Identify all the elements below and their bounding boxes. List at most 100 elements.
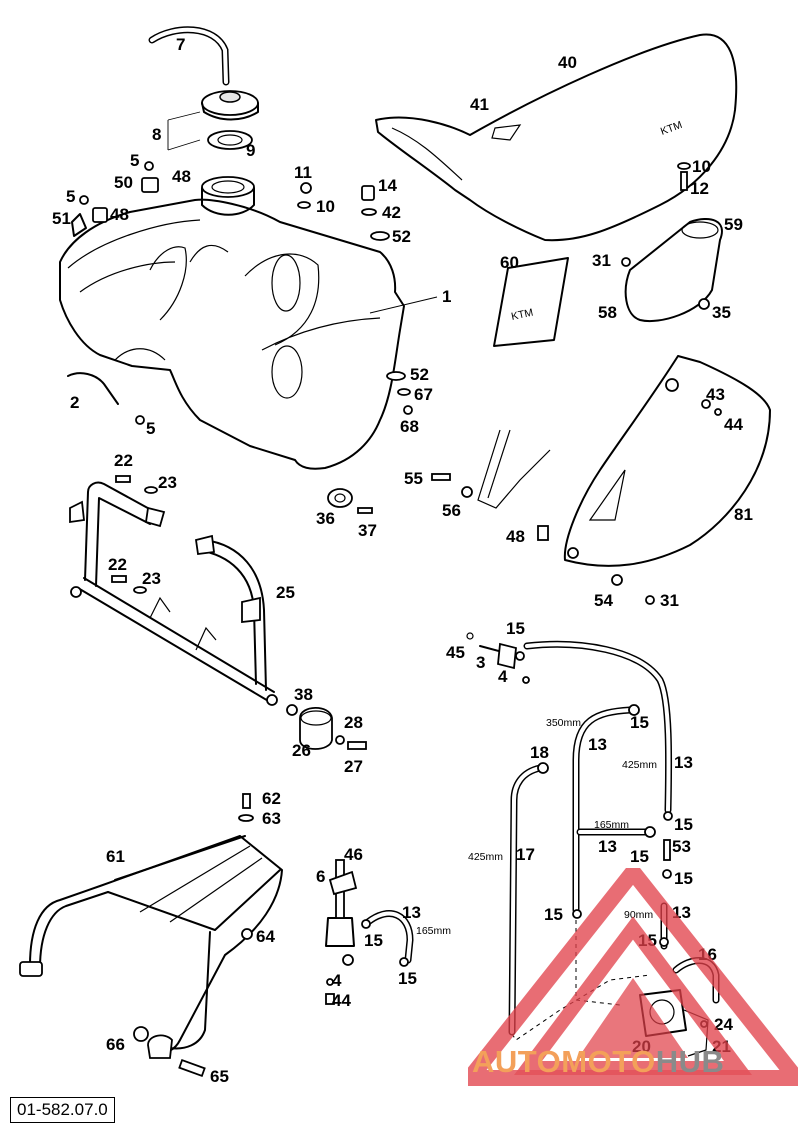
dimension-165mm: 165mm <box>594 819 629 831</box>
callout-66: 66 <box>106 1035 125 1054</box>
callout-48: 48 <box>506 527 525 546</box>
callout-38: 38 <box>294 685 313 704</box>
callout-53: 53 <box>672 837 691 856</box>
callout-22: 22 <box>114 451 133 470</box>
callout-8: 8 <box>152 125 161 144</box>
dimension-165mm: 165mm <box>416 925 451 937</box>
callout-44: 44 <box>724 415 743 434</box>
callout-11: 11 <box>294 163 312 182</box>
callout-51: 51 <box>52 209 71 228</box>
callout-12: 12 <box>690 179 709 198</box>
callout-61: 61 <box>106 847 125 866</box>
callout-13: 13 <box>402 903 421 922</box>
callout-45: 45 <box>446 643 465 662</box>
callout-48: 48 <box>172 167 191 186</box>
dimension-350mm: 350mm <box>546 717 581 729</box>
callout-48: 48 <box>110 205 129 224</box>
svg-text:KTM: KTM <box>659 119 684 138</box>
callout-31: 31 <box>660 591 679 610</box>
tank-hardware <box>297 182 413 415</box>
vent-hose <box>148 26 230 86</box>
callout-2: 2 <box>70 393 79 412</box>
watermark-triangle-icon <box>468 868 798 1086</box>
tank-support-frame <box>69 475 278 706</box>
decal: KTM <box>493 257 569 347</box>
callout-4: 4 <box>498 667 508 686</box>
callout-15: 15 <box>630 847 649 866</box>
callout-68: 68 <box>400 417 419 436</box>
callout-15: 15 <box>674 815 693 834</box>
callout-26: 26 <box>292 741 311 760</box>
callout-37: 37 <box>358 521 377 540</box>
callout-52: 52 <box>410 365 429 384</box>
dimension-labels: 350mm 425mm 425mm 165mm 165mm 90mm <box>416 717 657 937</box>
tank-bracket <box>67 372 145 425</box>
callout-43: 43 <box>706 385 725 404</box>
callout-9: 9 <box>246 141 255 160</box>
watermark-text: AUTOMOTOHUB <box>472 1044 724 1080</box>
callout-55: 55 <box>404 469 423 488</box>
callout-62: 62 <box>262 789 281 808</box>
callout-27: 27 <box>344 757 363 776</box>
callout-67: 67 <box>414 385 433 404</box>
callout-65: 65 <box>210 1067 229 1086</box>
callout-40: 40 <box>558 53 577 72</box>
fuel-tank <box>59 176 438 470</box>
callout-64: 64 <box>256 927 275 946</box>
callout-5: 5 <box>146 419 155 438</box>
callout-59: 59 <box>724 215 743 234</box>
fuel-cap <box>167 90 259 151</box>
callout-10: 10 <box>316 197 335 216</box>
callout-50: 50 <box>114 173 133 192</box>
callout-22: 22 <box>108 555 127 574</box>
callout-15: 15 <box>506 619 525 638</box>
callout-7: 7 <box>176 35 185 54</box>
fuel-tap <box>325 859 414 1005</box>
rear-rack <box>19 793 283 1078</box>
callout-15: 15 <box>544 905 563 924</box>
callout-52: 52 <box>392 227 411 246</box>
tool-box <box>621 218 723 322</box>
callout-41: 41 <box>470 95 489 114</box>
callout-3: 3 <box>476 653 485 672</box>
callout-36: 36 <box>316 509 335 528</box>
callout-6: 6 <box>316 867 325 886</box>
callout-14: 14 <box>378 176 397 195</box>
callout-1: 1 <box>442 287 451 306</box>
callout-63: 63 <box>262 809 281 828</box>
callout-46: 46 <box>344 845 363 864</box>
callout-42: 42 <box>382 203 401 222</box>
dimension-425mm: 425mm <box>468 851 503 863</box>
callout-28: 28 <box>344 713 363 732</box>
callout-18: 18 <box>530 743 549 762</box>
callout-15: 15 <box>398 969 417 988</box>
callout-60: 60 <box>500 253 519 272</box>
callout-31: 31 <box>592 251 611 270</box>
callout-15: 15 <box>630 713 649 732</box>
callout-13: 13 <box>588 735 607 754</box>
callout-4: 4 <box>332 971 342 990</box>
callout-10: 10 <box>692 157 711 176</box>
callout-13: 13 <box>674 753 693 772</box>
callout-15: 15 <box>674 869 693 888</box>
callout-44: 44 <box>332 991 351 1010</box>
svg-text:KTM: KTM <box>510 307 534 323</box>
callout-23: 23 <box>142 569 161 588</box>
callout-17: 17 <box>516 845 535 864</box>
side-panel <box>563 355 771 567</box>
watermark-logo <box>468 868 798 1086</box>
callout-54: 54 <box>594 591 613 610</box>
callout-58: 58 <box>598 303 617 322</box>
callout-23: 23 <box>158 473 177 492</box>
dimension-90mm: 90mm <box>624 909 653 921</box>
callout-81: 81 <box>734 505 753 524</box>
seat: KTM <box>375 33 738 242</box>
watermark-part2: HUB <box>655 1044 725 1079</box>
callout-5: 5 <box>66 187 75 206</box>
callout-35: 35 <box>712 303 731 322</box>
callout-13: 13 <box>598 837 617 856</box>
callout-25: 25 <box>276 583 295 602</box>
callout-5: 5 <box>130 151 139 170</box>
callout-24: 24 <box>714 1015 733 1034</box>
watermark-part1: AUTOMOTO <box>472 1044 656 1079</box>
